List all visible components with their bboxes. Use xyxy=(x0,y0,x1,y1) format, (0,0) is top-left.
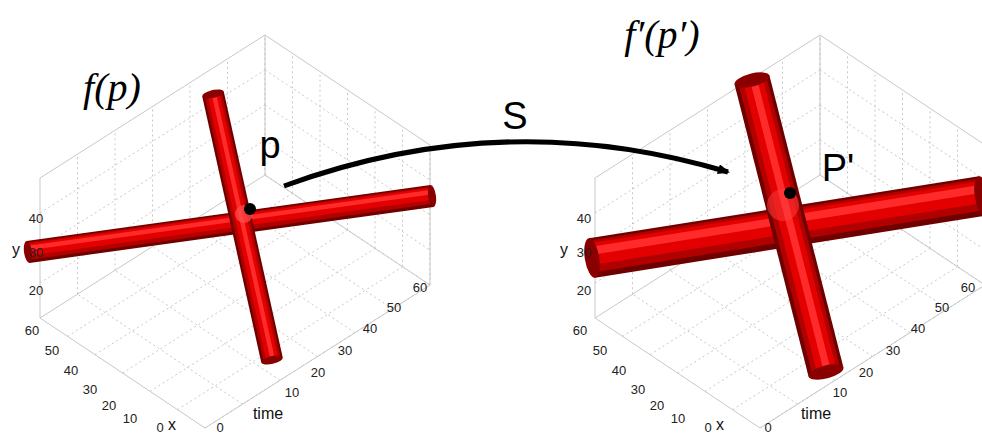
point-dot xyxy=(244,203,256,215)
grid-line xyxy=(430,145,431,285)
tick-label: 50 xyxy=(387,301,401,314)
grid-line xyxy=(430,145,431,285)
grid-line xyxy=(153,247,318,357)
tube-cap xyxy=(972,175,982,217)
tick-label: 20 xyxy=(29,284,43,297)
tick-label: 30 xyxy=(631,383,645,396)
grid-line xyxy=(595,318,760,428)
mapping-arrow xyxy=(284,142,728,186)
grid-line xyxy=(595,70,820,213)
tick-label: 40 xyxy=(577,212,591,225)
tick-label: 40 xyxy=(64,364,78,377)
tube-cap xyxy=(427,185,438,208)
grid-line xyxy=(632,154,633,294)
grid-line xyxy=(820,35,982,145)
tick-label: 40 xyxy=(363,322,377,335)
tick-label: 0 xyxy=(764,420,771,433)
tick-label: 10 xyxy=(833,386,847,399)
tick-label: 20 xyxy=(311,366,325,379)
grid-line xyxy=(77,154,78,294)
point-label: P' xyxy=(822,149,855,187)
tick-label: 10 xyxy=(123,412,137,425)
tube xyxy=(752,74,826,366)
map-label: S xyxy=(502,97,527,135)
point-dot xyxy=(784,187,796,199)
grid-line xyxy=(205,285,430,428)
tick-label: 20 xyxy=(102,399,116,412)
grid-line xyxy=(205,285,430,428)
tick-label: 20 xyxy=(577,284,591,297)
tube-cap xyxy=(260,354,283,366)
tick-label: 60 xyxy=(25,324,39,337)
tick-label: 40 xyxy=(29,212,43,225)
tick-label: 30 xyxy=(29,246,43,259)
grid-line xyxy=(292,53,293,193)
axis-label: y xyxy=(560,242,568,258)
tube-surface xyxy=(23,69,982,382)
grid-line xyxy=(820,35,821,175)
grid-line xyxy=(123,230,348,373)
grid-line xyxy=(265,35,430,145)
tick-label: 0 xyxy=(156,420,163,433)
tick-label: 60 xyxy=(413,281,427,294)
tick-label: 0 xyxy=(216,420,223,433)
tick-label: 30 xyxy=(83,383,97,396)
function-label: f′(p′) xyxy=(624,15,699,55)
axis-label: time xyxy=(253,406,283,422)
grid-line xyxy=(190,83,191,223)
tick-label: 10 xyxy=(285,386,299,399)
tick-label: 10 xyxy=(671,412,685,425)
grid-line xyxy=(733,267,958,410)
axis-label: x xyxy=(716,417,724,433)
grid-line xyxy=(820,35,821,175)
tick-label: 30 xyxy=(338,344,352,357)
grid-line xyxy=(78,294,243,404)
tick-label: 60 xyxy=(961,281,975,294)
grid-line xyxy=(178,267,403,410)
tick-label: 50 xyxy=(45,344,59,357)
tick-label: 20 xyxy=(859,366,873,379)
point-label: p xyxy=(259,126,280,164)
axis-label: y xyxy=(12,242,20,258)
tube-cap xyxy=(733,69,771,90)
tube-cap xyxy=(201,88,224,100)
tick-label: 0 xyxy=(704,420,711,433)
grid-line xyxy=(633,294,798,404)
tick-label: 50 xyxy=(935,301,949,314)
tick-label: 30 xyxy=(577,246,591,259)
axis-label: time xyxy=(801,406,831,422)
tick-label: 40 xyxy=(612,364,626,377)
tick-label: 60 xyxy=(573,324,587,337)
tick-label: 30 xyxy=(886,344,900,357)
grid-line xyxy=(40,318,205,428)
tick-label: 20 xyxy=(650,399,664,412)
function-label: f(p) xyxy=(83,68,141,108)
axis-label: x xyxy=(168,417,176,433)
tube-cap xyxy=(807,361,845,382)
tick-label: 50 xyxy=(593,344,607,357)
tick-label: 40 xyxy=(911,322,925,335)
